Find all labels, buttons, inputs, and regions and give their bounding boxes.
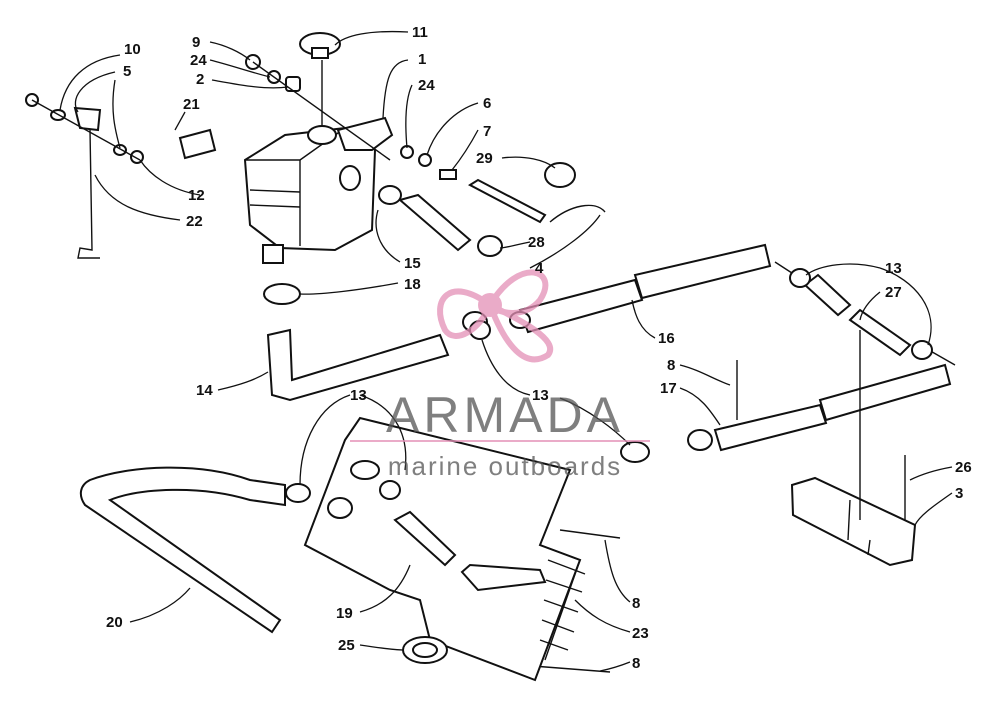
clamp-28	[477, 235, 503, 257]
leader-lines	[59, 30, 953, 672]
callout-8b: 8	[632, 595, 640, 612]
parts	[25, 32, 956, 682]
callout-7: 7	[483, 123, 491, 140]
tank-bracket	[336, 116, 394, 151]
mount-block-3	[790, 476, 917, 567]
callout-14: 14	[196, 382, 213, 399]
callout-6: 6	[483, 95, 491, 112]
callout-27: 27	[885, 284, 902, 301]
callout-5: 5	[123, 63, 131, 80]
decal-21	[178, 128, 217, 160]
hose-15	[397, 193, 472, 252]
hose-27b	[848, 308, 912, 357]
support-rod	[25, 93, 144, 259]
callout-21: 21	[183, 96, 200, 113]
callout-3: 3	[955, 485, 963, 502]
hose-14	[266, 328, 450, 402]
callout-13a: 13	[885, 260, 902, 277]
callout-2: 2	[196, 71, 204, 88]
callout-24a: 24	[190, 52, 207, 69]
callout-12: 12	[188, 187, 205, 204]
callout-19: 19	[336, 605, 353, 622]
rivet-8b	[559, 529, 621, 539]
clamp-13e	[285, 483, 311, 503]
callout-1: 1	[418, 51, 426, 68]
hose-4a	[467, 178, 547, 224]
callout-28: 28	[528, 234, 545, 251]
hose-27a	[803, 273, 852, 317]
callout-15: 15	[404, 255, 421, 272]
callout-4: 4	[535, 260, 544, 277]
watermark-tagline: marine outboards	[388, 451, 622, 481]
clamp-18a	[378, 185, 402, 205]
callout-26: 26	[955, 459, 972, 476]
bolt-7	[439, 169, 457, 180]
callout-17: 17	[660, 380, 677, 397]
callout-20: 20	[106, 614, 123, 631]
clamp-29	[544, 162, 576, 188]
hose-19b	[460, 563, 547, 592]
callout-24b: 24	[418, 77, 435, 94]
callout-25: 25	[338, 637, 355, 654]
callout-13b: 13	[532, 387, 549, 404]
spacer-2	[285, 76, 301, 92]
clamp-25	[402, 636, 448, 664]
heat-exchanger-16b	[633, 243, 772, 300]
callout-10: 10	[124, 41, 141, 58]
heat-exchanger-17a	[713, 403, 828, 452]
heat-exchanger-17b	[818, 363, 952, 422]
hose-4b	[549, 204, 606, 223]
coolant-tank	[243, 125, 377, 264]
callout-11: 11	[412, 24, 428, 41]
callout-9: 9	[192, 34, 200, 51]
callout-23: 23	[632, 625, 649, 642]
clamp-18b	[263, 283, 301, 305]
clamp-13d	[620, 441, 650, 463]
propeller-logo	[437, 269, 554, 363]
nut-6	[418, 153, 432, 167]
radiator-cap	[299, 32, 341, 59]
hose-20	[79, 466, 286, 634]
clamp-13b	[911, 340, 933, 360]
clamp-13a	[789, 268, 811, 288]
callout-8a: 8	[667, 357, 675, 374]
callout-22: 22	[186, 213, 203, 230]
hose-19	[393, 510, 457, 567]
callout-labels: 1 2 3 4 5 6 7 8 8 8 9 10 11 12 13 13 13 …	[106, 24, 972, 672]
callout-13c: 13	[350, 387, 367, 404]
callout-8c: 8	[632, 655, 640, 672]
watermark: ARMADA marine outboards	[350, 269, 650, 481]
callout-18: 18	[404, 276, 421, 293]
watermark-brand: ARMADA	[386, 387, 624, 443]
callout-16: 16	[658, 330, 675, 347]
callout-29: 29	[476, 150, 493, 167]
